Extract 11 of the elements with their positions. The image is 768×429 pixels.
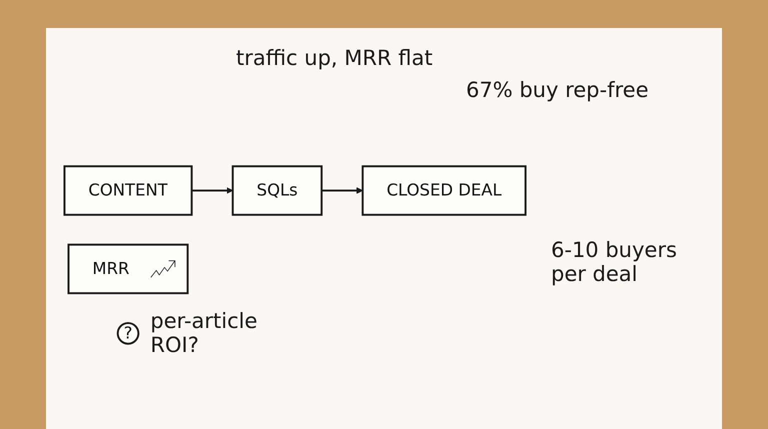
note-text: 67% buy rep-free bbox=[466, 78, 648, 102]
node-box bbox=[64, 165, 193, 216]
note-text: 6-10 buyers per deal bbox=[551, 238, 678, 286]
note-text: traffic up, MRR flat bbox=[236, 46, 433, 70]
node-box bbox=[232, 165, 323, 216]
node-box bbox=[362, 165, 526, 216]
node-caption: per-article ROI? bbox=[150, 309, 258, 358]
arrow bbox=[192, 187, 234, 194]
arrow bbox=[322, 187, 363, 194]
node-circle bbox=[116, 322, 140, 345]
node-box bbox=[68, 244, 189, 294]
